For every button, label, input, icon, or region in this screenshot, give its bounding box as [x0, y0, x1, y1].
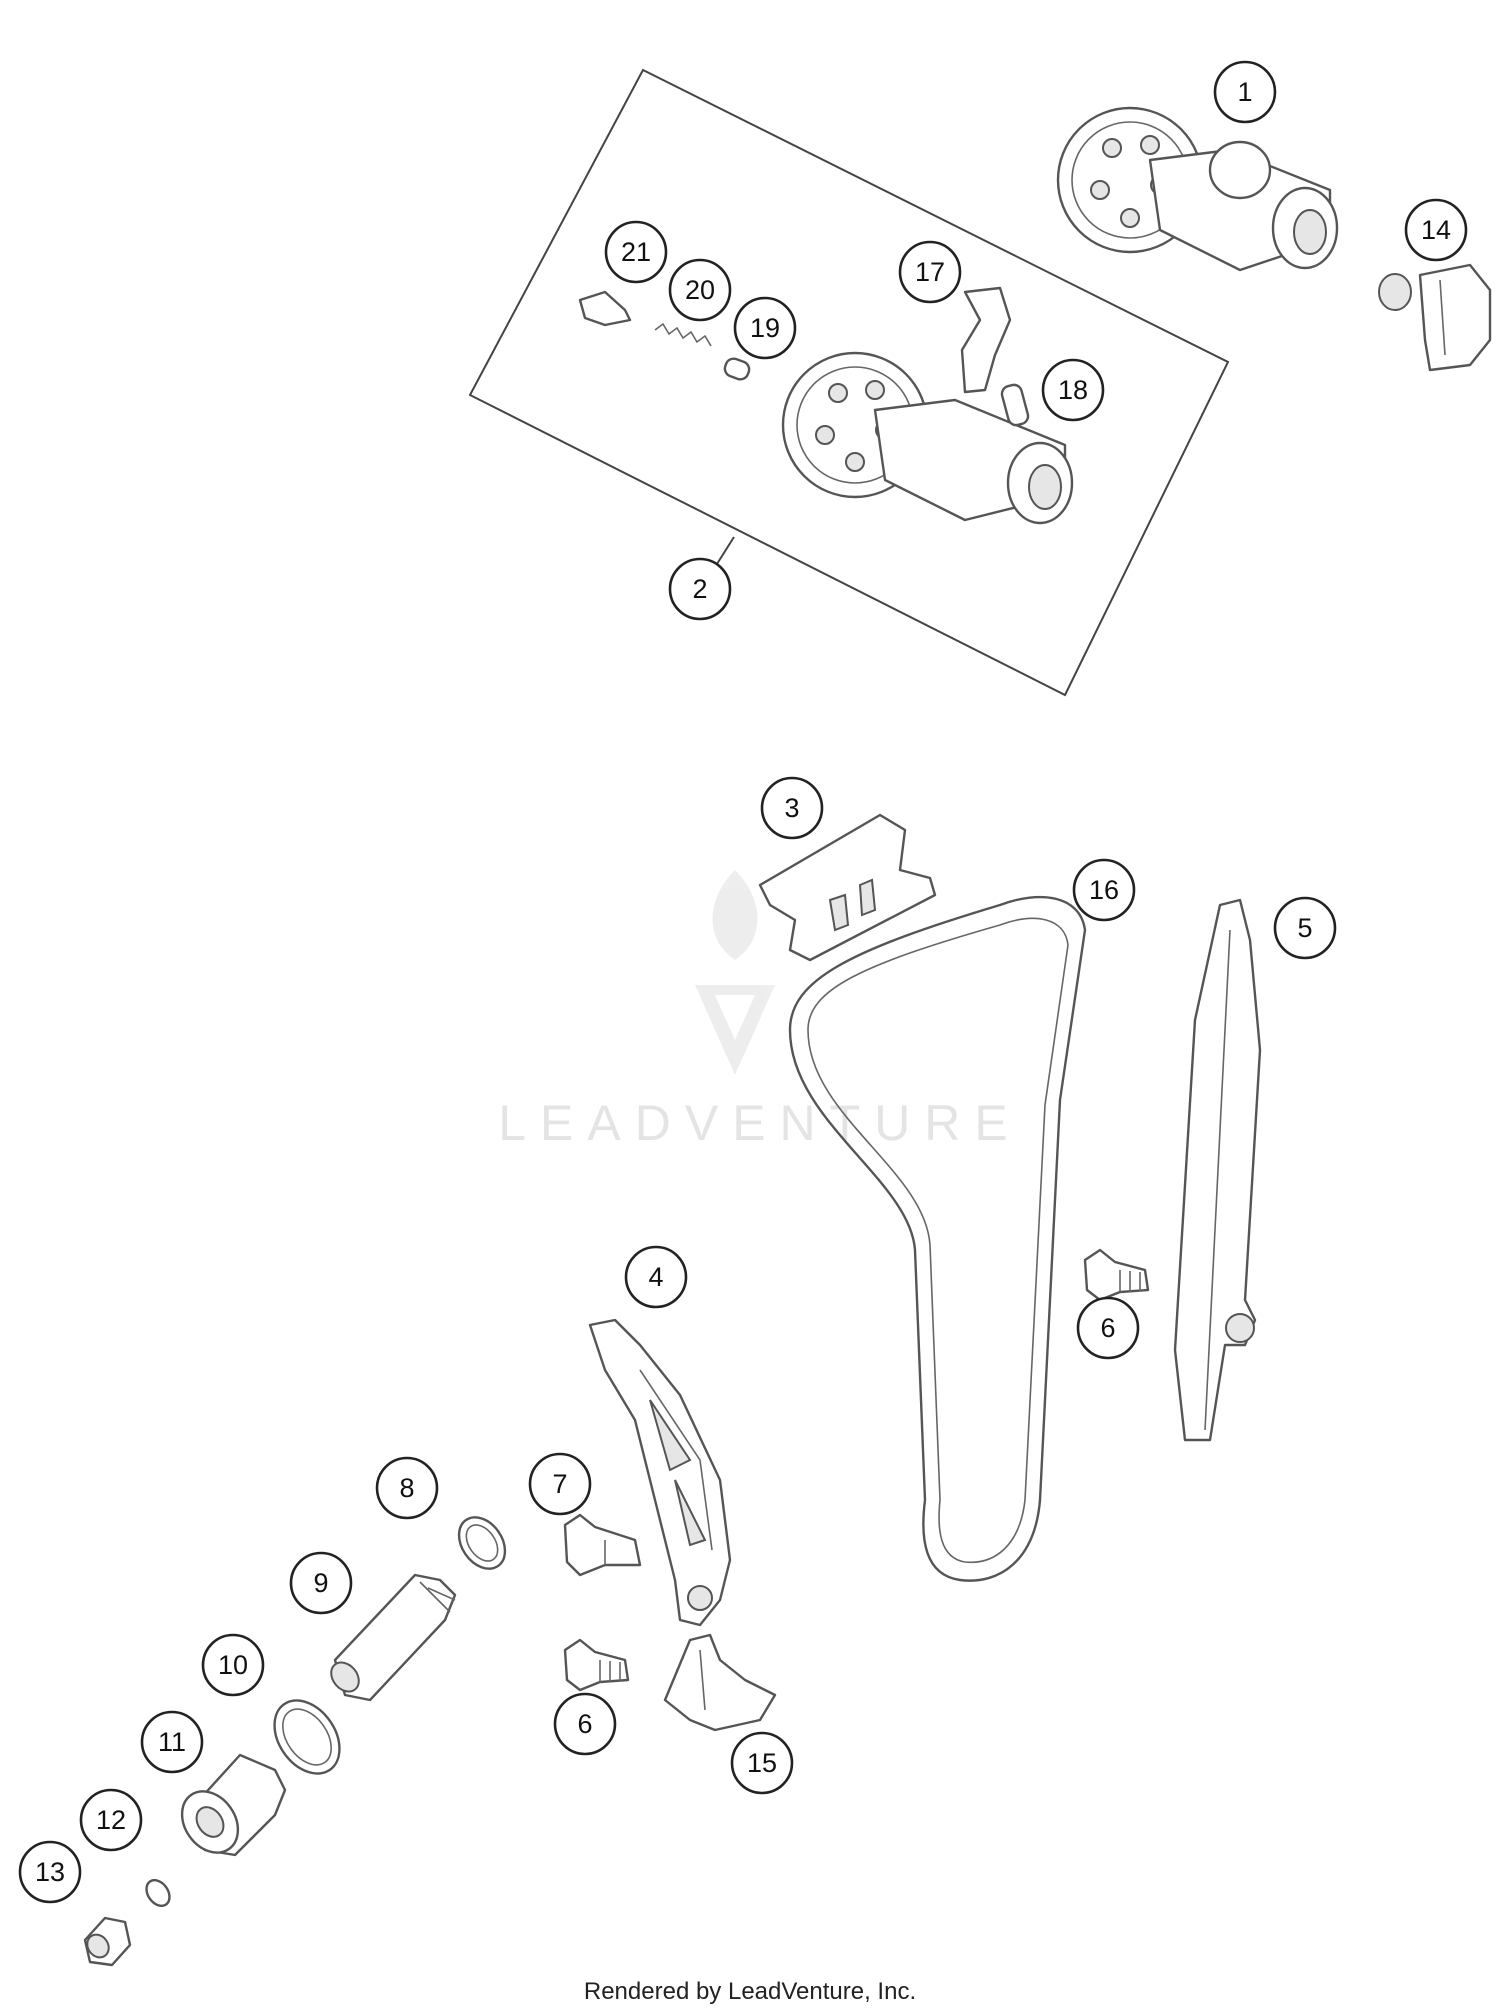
- callout-8: 8: [375, 1456, 439, 1520]
- callout-11: 11: [140, 1710, 204, 1774]
- tensioner-plunger-part: [330, 1573, 457, 1702]
- svg-text:5: 5: [1297, 913, 1312, 943]
- svg-text:8: 8: [399, 1473, 414, 1503]
- kit-box: [468, 68, 1230, 697]
- lower-guide-part: [663, 1633, 777, 1732]
- svg-text:14: 14: [1421, 215, 1451, 245]
- timing-chain-part: [788, 895, 1087, 1582]
- callout-16: 16: [1072, 858, 1136, 922]
- camshaft-part: [1056, 106, 1339, 272]
- callout-20: 20: [668, 258, 732, 322]
- svg-text:16: 16: [1089, 875, 1119, 905]
- upper-guide-part: [758, 813, 937, 962]
- bolt-lower-part: [563, 1638, 630, 1692]
- watermark-text: LEADVENTURE: [498, 1095, 1022, 1151]
- plunger-part: [578, 290, 632, 327]
- pin-part: [1000, 383, 1030, 427]
- decompressor-lever-part: [960, 286, 1012, 394]
- callout-12: 12: [79, 1788, 143, 1852]
- svg-text:19: 19: [750, 313, 780, 343]
- svg-text:15: 15: [747, 1748, 777, 1778]
- callout-9: 9: [289, 1551, 353, 1615]
- svg-text:13: 13: [35, 1857, 65, 1887]
- callout-14: 14: [1404, 198, 1468, 262]
- o-ring-large-part: [273, 1699, 341, 1775]
- callout-17: 17: [898, 240, 962, 304]
- o-ring-small-part: [457, 1516, 507, 1570]
- bracket-part: [1378, 263, 1492, 372]
- svg-text:1: 1: [1237, 77, 1252, 107]
- pivot-bolt-part: [563, 1513, 642, 1577]
- v-logo-icon: [695, 985, 775, 1075]
- tensioner-rail-part: [588, 1318, 732, 1627]
- svg-text:12: 12: [96, 1805, 126, 1835]
- callout-1: 1: [1213, 60, 1277, 124]
- svg-text:6: 6: [1100, 1313, 1115, 1343]
- callout-3: 3: [760, 776, 824, 840]
- callout-13: 13: [18, 1840, 82, 1904]
- bolt-upper-part: [1083, 1248, 1150, 1302]
- svg-text:4: 4: [648, 1262, 663, 1292]
- callout-21: 21: [604, 220, 668, 284]
- spring-part: [654, 322, 712, 347]
- svg-text:18: 18: [1058, 375, 1088, 405]
- small-o-ring-part: [145, 1878, 171, 1908]
- callout-2: 2: [668, 557, 732, 621]
- callout-15: 15: [730, 1731, 794, 1795]
- small-pin-part: [723, 357, 751, 381]
- svg-text:21: 21: [621, 237, 651, 267]
- svg-text:2: 2: [692, 574, 707, 604]
- svg-text:11: 11: [158, 1727, 186, 1757]
- callout-10: 10: [201, 1633, 265, 1697]
- kit-camshaft-part: [781, 351, 1074, 525]
- leadventure-watermark: LEADVENTURE: [498, 870, 1022, 1151]
- screw-plug-part: [83, 1916, 132, 1967]
- svg-text:9: 9: [313, 1568, 328, 1598]
- callout-7: 7: [528, 1452, 592, 1516]
- callout-18: 18: [1041, 358, 1105, 422]
- callout-6-lower: 6: [553, 1692, 617, 1756]
- svg-text:7: 7: [552, 1469, 567, 1499]
- flame-logo-icon: [712, 870, 758, 960]
- svg-text:17: 17: [915, 257, 945, 287]
- callout-4: 4: [624, 1245, 688, 1309]
- callout-5: 5: [1273, 896, 1337, 960]
- footer-credit: Rendered by LeadVenture, Inc.: [583, 1978, 917, 2005]
- svg-text:10: 10: [218, 1650, 248, 1680]
- svg-text:3: 3: [784, 793, 799, 823]
- callout-19: 19: [733, 296, 797, 360]
- tensioner-housing-part: [180, 1753, 287, 1857]
- svg-text:6: 6: [577, 1709, 592, 1739]
- svg-text:20: 20: [685, 275, 715, 305]
- chain-guide-part: [1173, 898, 1262, 1442]
- callout-6-upper: 6: [1076, 1296, 1140, 1360]
